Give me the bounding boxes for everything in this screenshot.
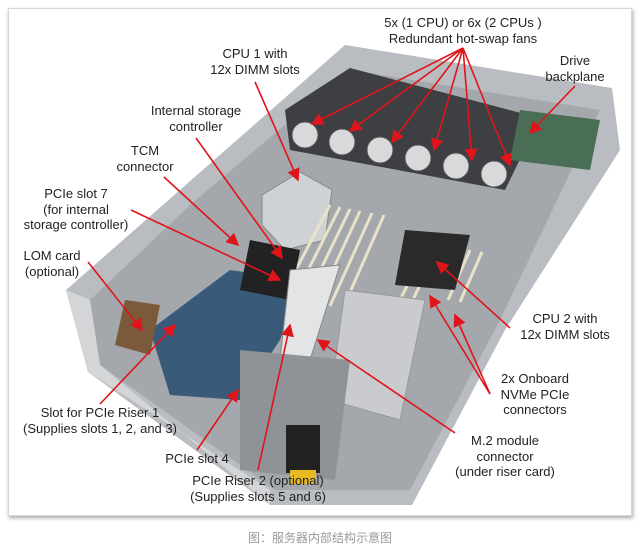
fans [291, 121, 508, 188]
label-line: NVMe PCIe [500, 386, 570, 402]
callout-arrows [87, 47, 576, 471]
label-line: (optional) [24, 263, 80, 279]
label-line: 5x (1 CPU) or 6x (2 CPUs ) [384, 15, 542, 30]
riser-bracket [240, 350, 350, 480]
label-line: Internal storage [150, 103, 242, 118]
label-line: PCIe slot 7 [44, 186, 108, 201]
label-line: CPU 1 with [222, 46, 288, 61]
label-line: connectors [503, 402, 567, 417]
rear-panel [66, 290, 270, 505]
label-line: 12x DIMM slots [210, 61, 300, 77]
label-riser1: Slot for PCIe Riser 1(Supplies slots 1, … [23, 405, 177, 436]
label-line: CPU 2 with [532, 311, 598, 326]
label-line: (for internal [43, 201, 109, 217]
label-line: TCM [130, 143, 160, 158]
label-line: storage controller) [23, 217, 129, 232]
label-line: backplane [545, 68, 605, 84]
figure-caption: 图：服务器内部结构示意图 [247, 531, 392, 545]
label-line: Drive [559, 53, 591, 68]
motherboard [150, 270, 300, 400]
drive-backplane [510, 110, 600, 170]
label-line: (Supplies slots 1, 2, and 3) [23, 420, 177, 436]
label-line: 12x DIMM slots [520, 326, 610, 342]
label-pcie-slot4: PCIe slot 4 [165, 451, 229, 467]
label-line: 2x Onboard [501, 371, 569, 386]
label-line: PCIe slot 4 [165, 451, 229, 466]
psu-latch [290, 470, 316, 484]
label-fans: 5x (1 CPU) or 6x (2 CPUs )Redundant hot-… [384, 15, 541, 46]
label-lom: LOM card(optional) [23, 248, 80, 279]
label-line: controller [169, 118, 223, 134]
label-line: Slot for PCIe Riser 1 [40, 405, 160, 420]
label-line: connector [116, 158, 174, 174]
label-line: PCIe Riser 2 (optional) [192, 473, 324, 488]
label-riser2: PCIe Riser 2 (optional)(Supplies slots 5… [190, 473, 326, 504]
label-line: connector [476, 448, 534, 464]
label-line: M.2 module [471, 433, 539, 448]
power-supply-connector [286, 425, 320, 473]
label-line: (Supplies slots 5 and 6) [190, 488, 326, 504]
label-line: LOM card [23, 248, 81, 263]
label-line: (under riser card) [455, 464, 555, 479]
label-line: Redundant hot-swap fans [388, 30, 538, 46]
